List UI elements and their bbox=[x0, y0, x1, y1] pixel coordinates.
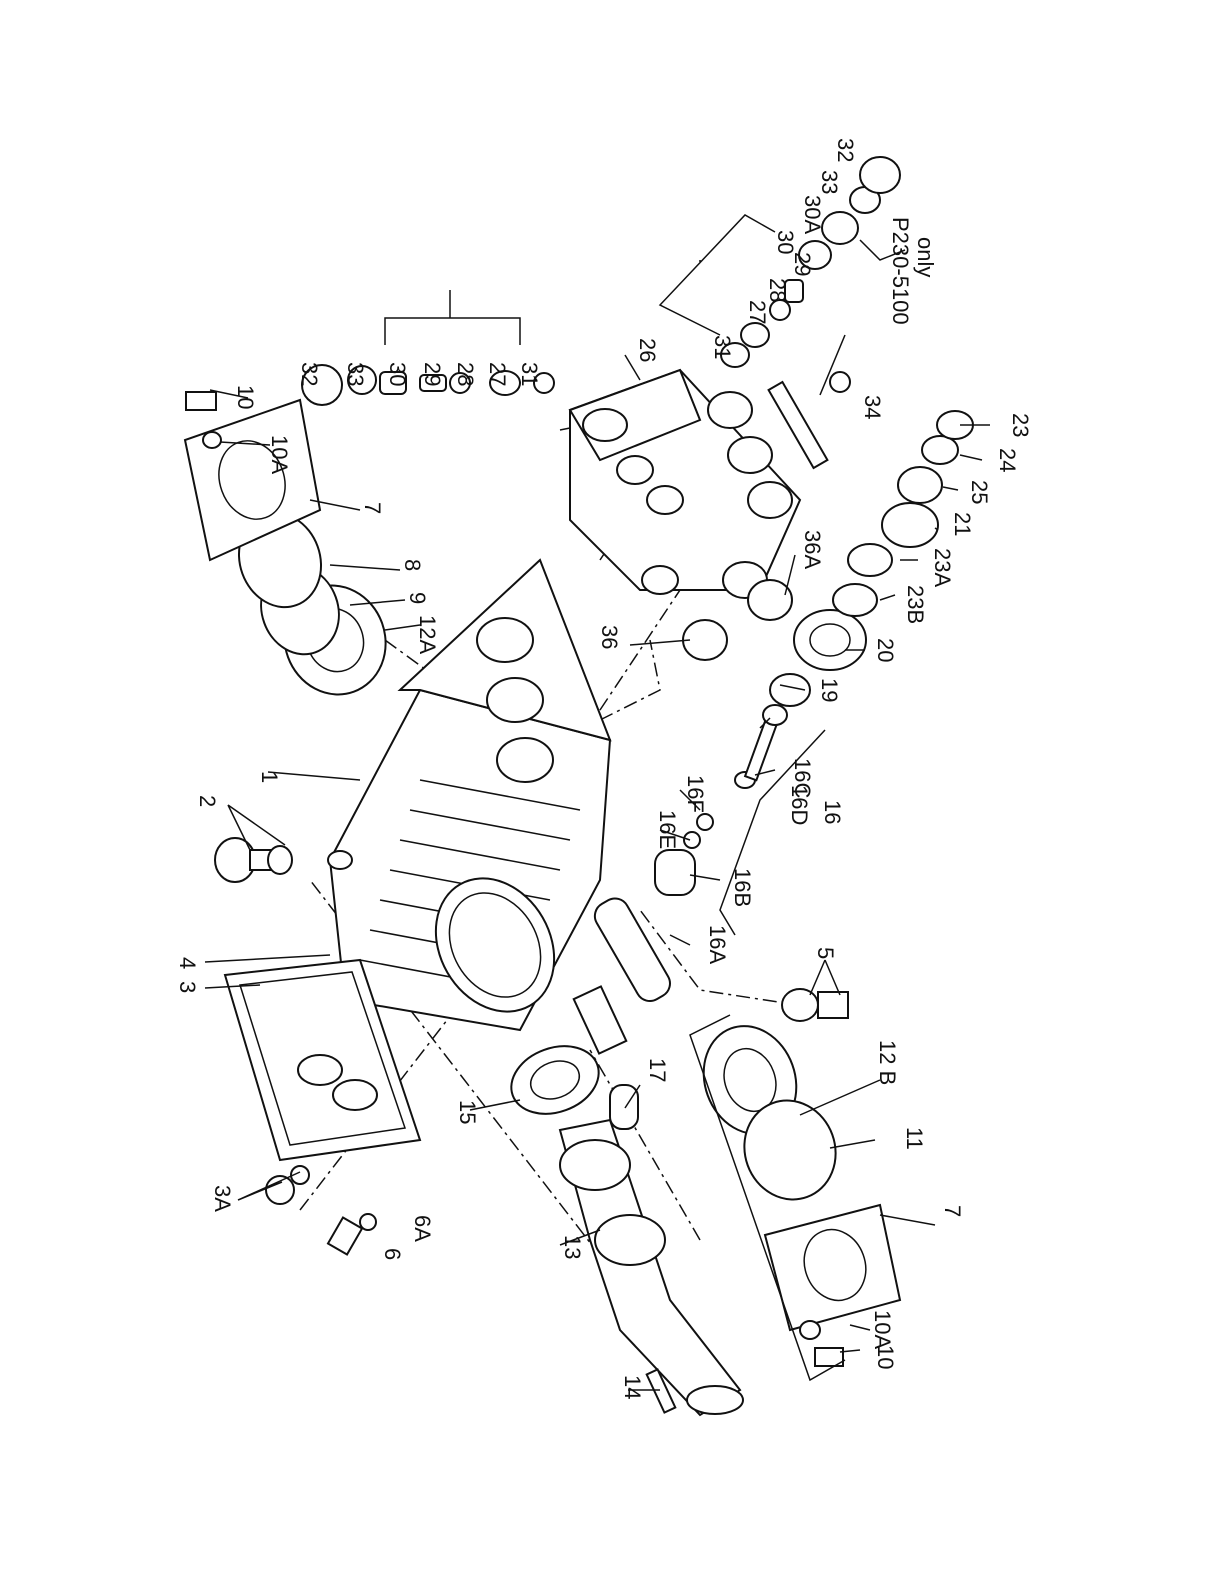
label-30-right: 30 bbox=[773, 230, 798, 254]
label-24: 24 bbox=[995, 448, 1020, 472]
note-model-line2: only bbox=[913, 237, 938, 277]
label-32-left: 32 bbox=[297, 362, 322, 386]
label-10A-bottom: 10A bbox=[870, 1310, 895, 1349]
label-29-left: 29 bbox=[420, 362, 445, 386]
label-7-bottom: 7 bbox=[940, 1205, 965, 1217]
label-6A: 6A bbox=[410, 1215, 435, 1242]
label-28-left: 28 bbox=[453, 362, 478, 386]
label-23B: 23B bbox=[903, 585, 928, 624]
label-1: 1 bbox=[257, 771, 282, 783]
label-13: 13 bbox=[560, 1235, 585, 1259]
label-17: 17 bbox=[645, 1058, 670, 1082]
label-2: 2 bbox=[195, 795, 220, 807]
plunger-assembly bbox=[590, 705, 787, 1006]
label-29-right: 29 bbox=[790, 252, 815, 276]
label-34: 34 bbox=[860, 395, 885, 419]
label-12B: 12 B bbox=[875, 1040, 900, 1085]
label-5: 5 bbox=[813, 947, 838, 959]
label-16B: 16B bbox=[730, 868, 755, 907]
label-36: 36 bbox=[597, 625, 622, 649]
label-12A: 12A bbox=[415, 615, 440, 654]
label-23A: 23A bbox=[930, 548, 955, 587]
label-3: 3 bbox=[175, 981, 200, 993]
label-16: 16 bbox=[820, 800, 845, 824]
label-20: 20 bbox=[873, 638, 898, 662]
label-16E: 16E bbox=[655, 810, 680, 849]
label-3A: 3A bbox=[210, 1185, 235, 1212]
manifold-head bbox=[570, 370, 800, 598]
label-6: 6 bbox=[380, 1248, 405, 1260]
label-28-right: 28 bbox=[765, 278, 790, 302]
label-16A: 16A bbox=[705, 925, 730, 964]
label-15: 15 bbox=[455, 1100, 480, 1124]
note-model-line1: P230-5100 bbox=[888, 217, 913, 325]
label-7-top: 7 bbox=[360, 502, 385, 514]
label-11: 11 bbox=[902, 1127, 927, 1150]
label-33-right: 33 bbox=[817, 170, 842, 194]
label-8: 8 bbox=[400, 559, 425, 571]
crankshaft bbox=[560, 1120, 743, 1415]
label-23: 23 bbox=[1008, 413, 1033, 437]
label-30-left: 30 bbox=[385, 362, 410, 386]
label-27-left: 27 bbox=[485, 362, 510, 386]
label-19: 19 bbox=[817, 678, 842, 702]
rear-bearing-assembly bbox=[689, 1013, 900, 1366]
label-25: 25 bbox=[967, 480, 992, 504]
label-10-top: 10 bbox=[233, 385, 258, 409]
label-21: 21 bbox=[950, 512, 975, 536]
label-10A-top: 10A bbox=[267, 435, 292, 474]
label-36A: 36A bbox=[800, 530, 825, 569]
label-31-right: 31 bbox=[710, 335, 735, 359]
label-16F: 16F bbox=[683, 775, 708, 813]
label-30A-right: 30A bbox=[800, 195, 825, 234]
label-9: 9 bbox=[405, 592, 430, 604]
label-14: 14 bbox=[620, 1375, 645, 1399]
label-4: 4 bbox=[175, 957, 200, 969]
label-27-right: 27 bbox=[745, 300, 770, 324]
label-33-left: 33 bbox=[343, 362, 368, 386]
label-32-right: 32 bbox=[833, 138, 858, 162]
label-16D: 16D bbox=[787, 785, 812, 825]
label-31-left: 31 bbox=[517, 362, 542, 386]
label-26: 26 bbox=[635, 338, 660, 362]
